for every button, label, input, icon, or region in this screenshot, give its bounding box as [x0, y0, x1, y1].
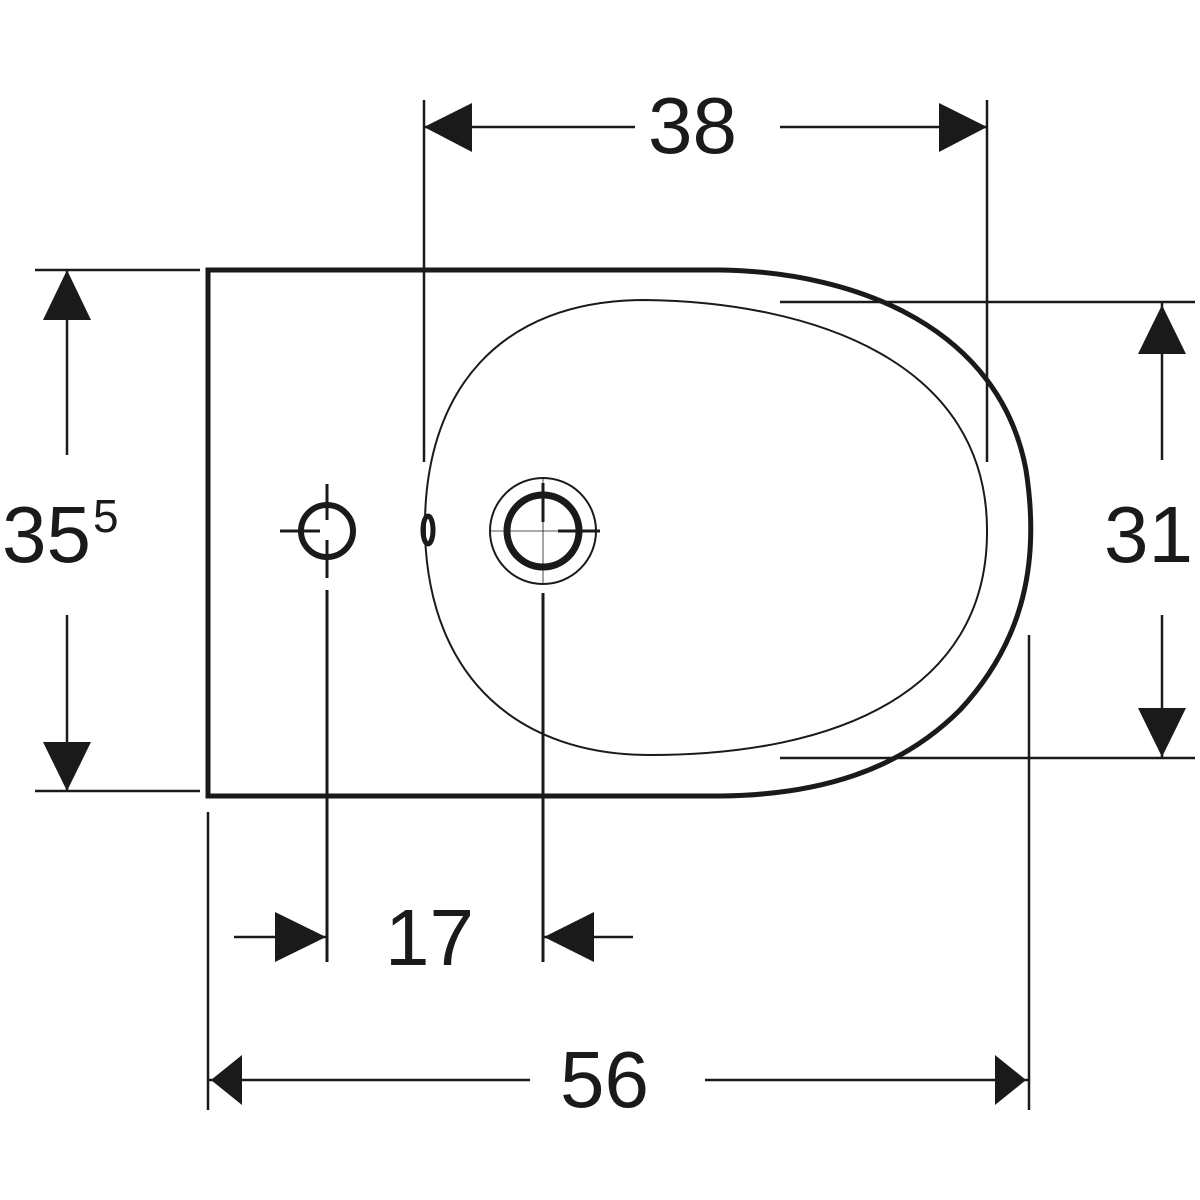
- arrow-right-icon: [275, 912, 326, 962]
- dimension-label-56: 56: [560, 1040, 649, 1120]
- dimension-value: 17: [385, 893, 474, 982]
- arrow-right-icon: [995, 1055, 1026, 1105]
- dimension-label-17: 17: [385, 898, 474, 978]
- overflow-slot: [420, 513, 436, 547]
- dimension-value: 31: [1104, 490, 1193, 579]
- dimension-value: 38: [648, 81, 737, 170]
- dimension-superscript: 5: [92, 490, 119, 542]
- dimension-label-31: 31: [1104, 495, 1193, 575]
- arrow-left-icon: [544, 912, 594, 962]
- arrow-up-icon: [43, 270, 91, 320]
- dimension-value: 35: [2, 490, 91, 579]
- arrow-right-icon: [939, 103, 987, 152]
- arrowheads: [43, 103, 1186, 1105]
- arrow-up-icon: [1138, 305, 1186, 354]
- arrow-down-icon: [1138, 708, 1186, 757]
- arrow-left-icon: [211, 1055, 242, 1105]
- bidet-outline: [205, 267, 1034, 799]
- dimension-label-38: 38: [648, 86, 737, 166]
- dimension-value: 56: [560, 1035, 649, 1124]
- tap-hole: [280, 484, 356, 962]
- dimension-label-35-5: 355: [2, 493, 119, 575]
- arrow-left-icon: [424, 103, 472, 152]
- arrow-down-icon: [43, 742, 91, 791]
- drain-hole: [489, 477, 600, 962]
- bowl-outline: [423, 298, 989, 757]
- extension-lines: [35, 100, 1195, 1110]
